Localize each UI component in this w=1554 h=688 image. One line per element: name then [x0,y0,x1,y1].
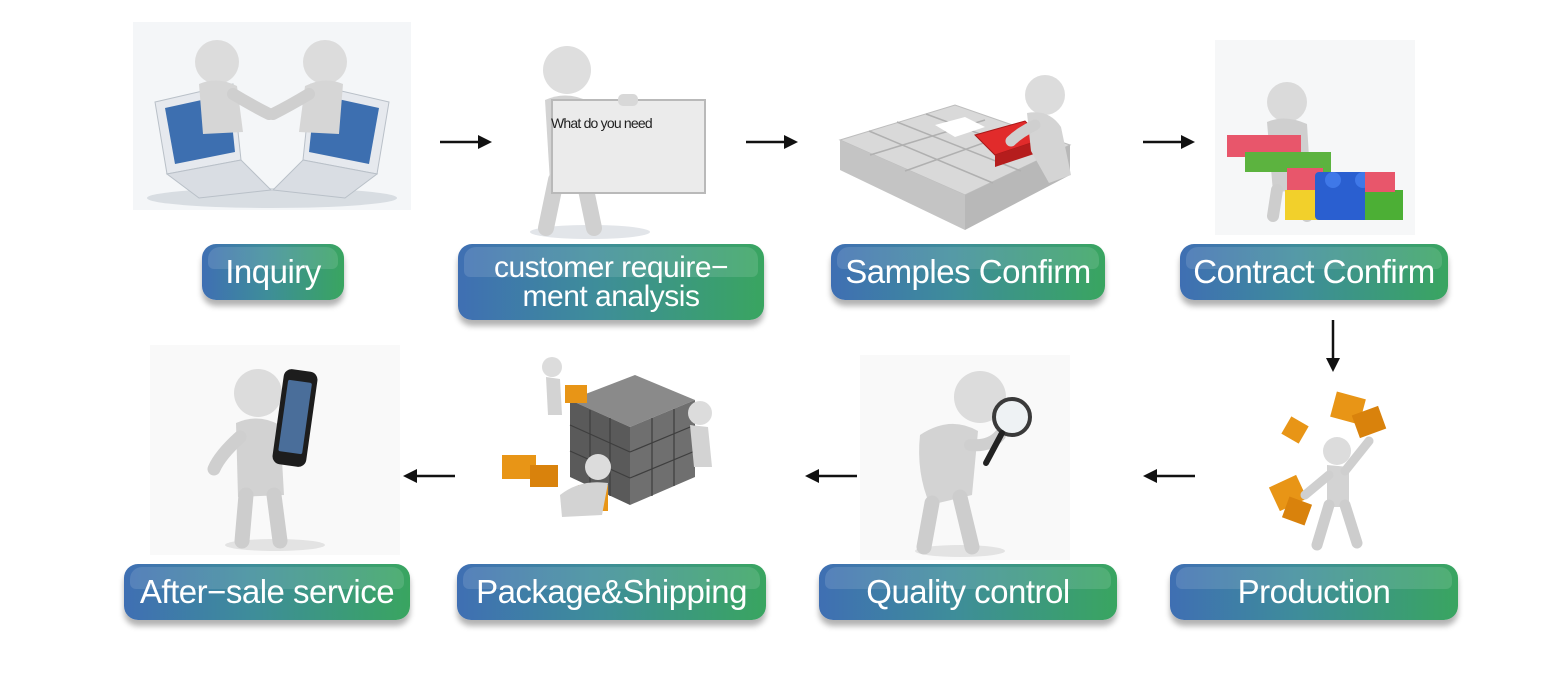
puzzle-production-icon [1245,385,1415,555]
step-analysis-label-line1: customer require− [493,251,729,284]
step-package: Package&Shipping [457,564,766,620]
cube-packaging-icon [490,355,735,555]
magnifier-inspect-icon [860,355,1070,560]
step-inquiry-label: Inquiry [225,253,321,290]
step-package-label: Package&Shipping [476,573,747,610]
step-inquiry: Inquiry [202,244,344,300]
requirement-board-icon: What do you need [510,40,715,240]
step-analysis-label-line2: ment analysis [522,280,700,313]
arrow-left-icon [403,467,455,485]
building-blocks-icon [1215,40,1415,235]
board-text: What do you need [551,115,652,131]
step-contract-label: Contract Confirm [1193,253,1435,290]
step-aftersale: After−sale service [124,564,410,620]
step-samples-label: Samples Confirm [845,253,1091,290]
step-production-label: Production [1237,573,1391,610]
arrow-left-icon [1143,467,1195,485]
arrow-left-icon [805,467,857,485]
handshake-laptops-icon [133,22,411,210]
step-production: Production [1170,564,1458,620]
step-analysis: customer require− ment analysis [458,244,764,320]
step-aftersale-label: After−sale service [139,573,395,610]
step-quality: Quality control [819,564,1117,620]
puzzle-samples-icon [835,65,1105,240]
step-contract: Contract Confirm [1180,244,1448,300]
step-quality-label: Quality control [866,573,1070,610]
step-samples: Samples Confirm [831,244,1105,300]
phone-call-icon [150,345,400,555]
arrow-right-icon [746,133,798,151]
arrow-right-icon [1143,133,1195,151]
arrow-down-icon [1324,320,1342,372]
arrow-right-icon [440,133,492,151]
